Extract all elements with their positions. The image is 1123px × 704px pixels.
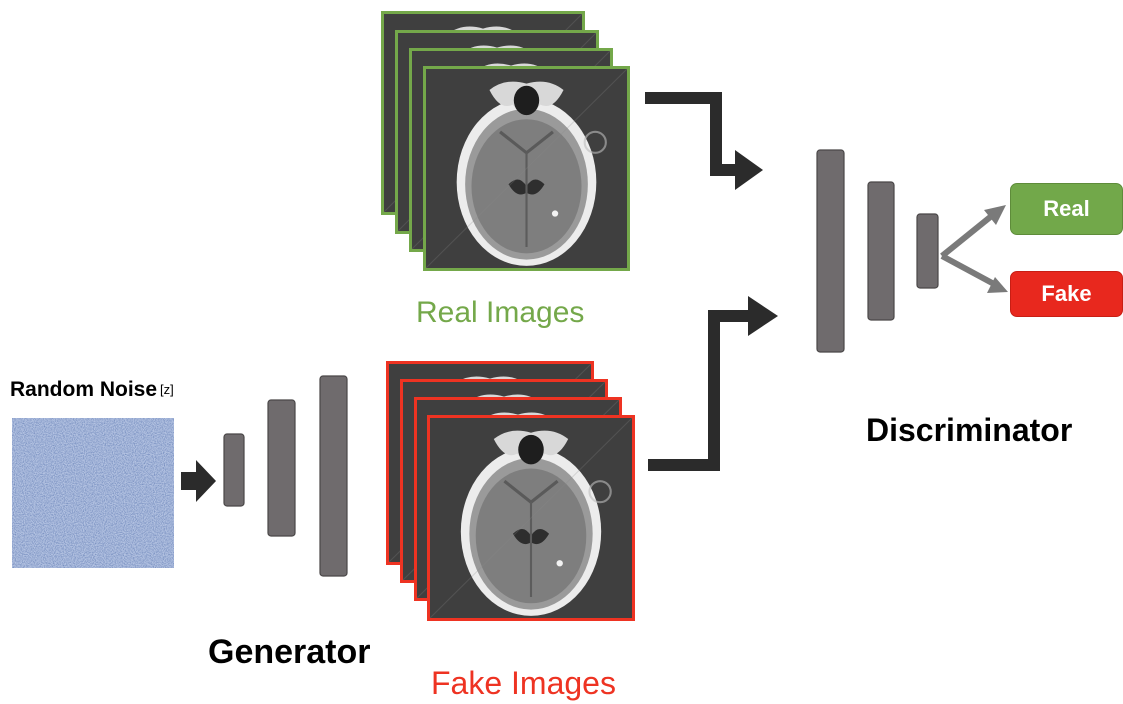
noise-to-generator-arrow — [181, 460, 216, 502]
output-real-box: Real — [1010, 183, 1123, 235]
discriminator-layer-2 — [867, 181, 895, 321]
generator-layer-3 — [319, 375, 348, 577]
random-noise-label: Random Noise[z] — [10, 378, 174, 402]
random-noise-text: Random Noise — [10, 378, 158, 401]
generator-layer-1 — [223, 433, 245, 507]
fake-image-stack — [386, 361, 635, 621]
generator-network — [223, 375, 348, 577]
discriminator-layer-1 — [816, 149, 845, 353]
fake-images-label: Fake Images — [431, 665, 616, 701]
output-fake-box: Fake — [1010, 271, 1123, 317]
real-image-stack — [381, 11, 630, 271]
brain-ct-scan-icon — [430, 418, 632, 618]
discriminator-layer-3 — [916, 213, 939, 289]
generator-layer-2 — [267, 399, 296, 537]
z-label: [z] — [160, 382, 174, 397]
real-images-label: Real Images — [416, 296, 585, 329]
real-to-discriminator-arrow — [645, 92, 763, 190]
discriminator-network — [816, 149, 939, 353]
noise-texture-icon — [12, 418, 174, 568]
discriminator-output-arrows — [940, 205, 1008, 293]
generator-label: Generator — [208, 633, 371, 671]
discriminator-label: Discriminator — [866, 412, 1073, 448]
fake-to-discriminator-arrow — [648, 296, 778, 471]
brain-ct-scan-icon — [426, 69, 627, 268]
real-image-card — [423, 66, 630, 271]
fake-image-card — [427, 415, 635, 621]
